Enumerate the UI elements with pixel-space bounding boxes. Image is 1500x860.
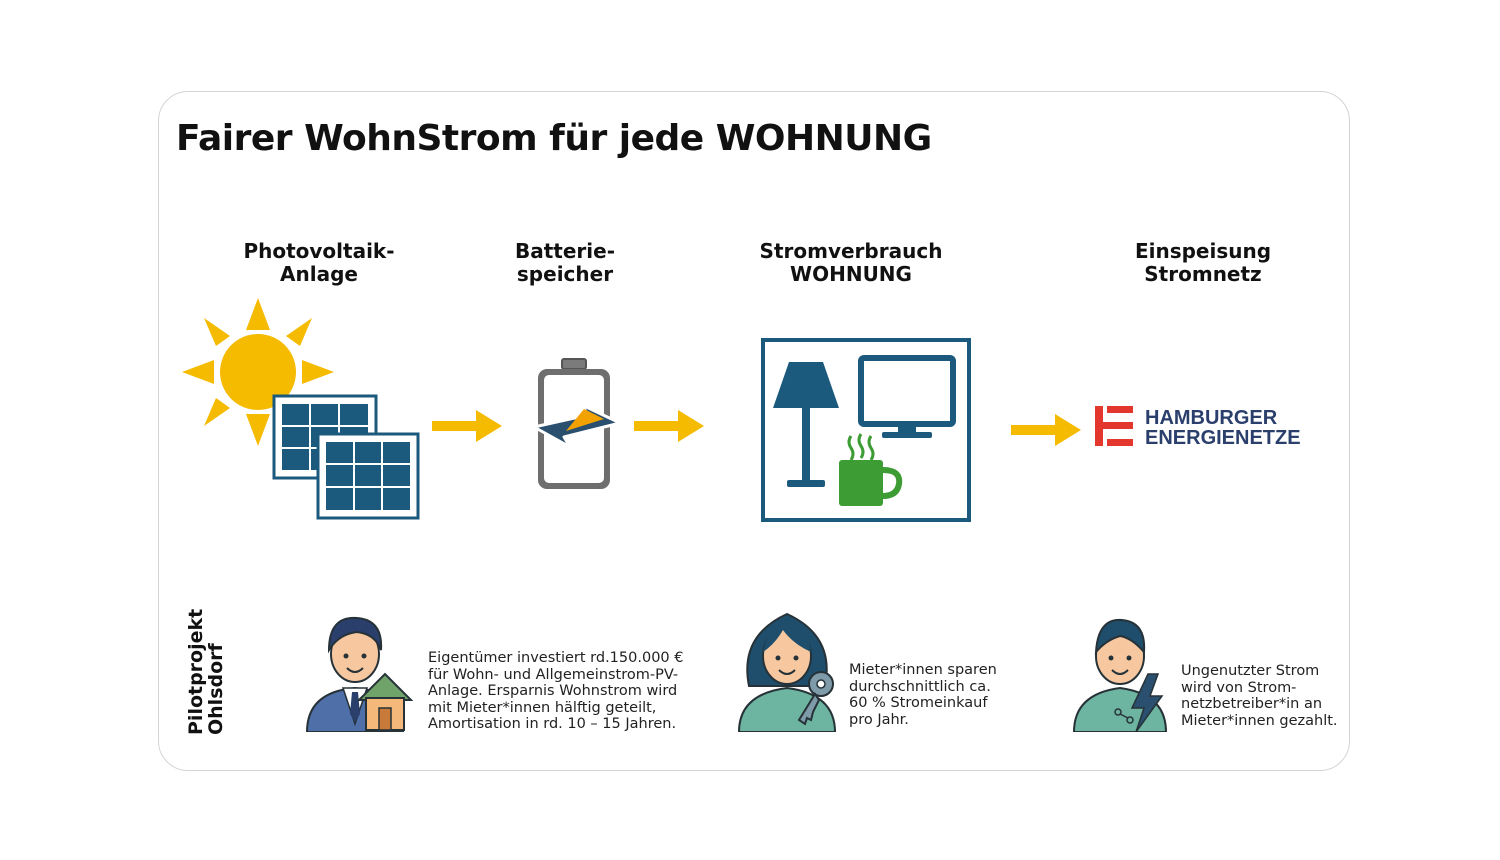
lamp-icon: [773, 362, 839, 487]
solar-panel-sun-icon: [182, 298, 420, 520]
tenant-savings-description: Mieter*innen sparen durchschnittlich ca.…: [849, 662, 997, 728]
coffee-cup-icon: [839, 433, 903, 506]
owner-house-icon: [305, 616, 413, 732]
arrow-right-icon: [634, 410, 704, 442]
tenant-key-icon: [737, 612, 837, 732]
lightning-icon: [1130, 673, 1164, 732]
battery-charging-icon: [532, 358, 622, 489]
stage-label-batterie: Batterie-speicher: [514, 239, 615, 286]
monitor-icon: [858, 355, 956, 438]
house-icon: [356, 672, 413, 731]
owner-description: Eigentümer investiert rd.150.000 € für W…: [428, 650, 684, 732]
stage-label-photovoltaik: Photovoltaik-Anlage: [243, 239, 395, 286]
grid-operator-logo: HAMBURGER ENERGIENETZE: [1095, 406, 1301, 448]
apartment-appliances-icon: [761, 338, 971, 522]
logo-line2: ENERGIENETZE: [1145, 427, 1301, 448]
grid-payment-description: Ungenutzter Strom wird von Strom- netzbe…: [1181, 663, 1338, 729]
arrow-right-icon: [432, 410, 502, 442]
arrow-right-icon: [1011, 414, 1081, 446]
key-icon: [797, 671, 834, 726]
tenant-electricity-icon: [1072, 618, 1168, 732]
page-title: Fairer WohnStrom für jede WOHNUNG: [176, 118, 932, 159]
logo-line1: HAMBURGER: [1145, 407, 1278, 429]
